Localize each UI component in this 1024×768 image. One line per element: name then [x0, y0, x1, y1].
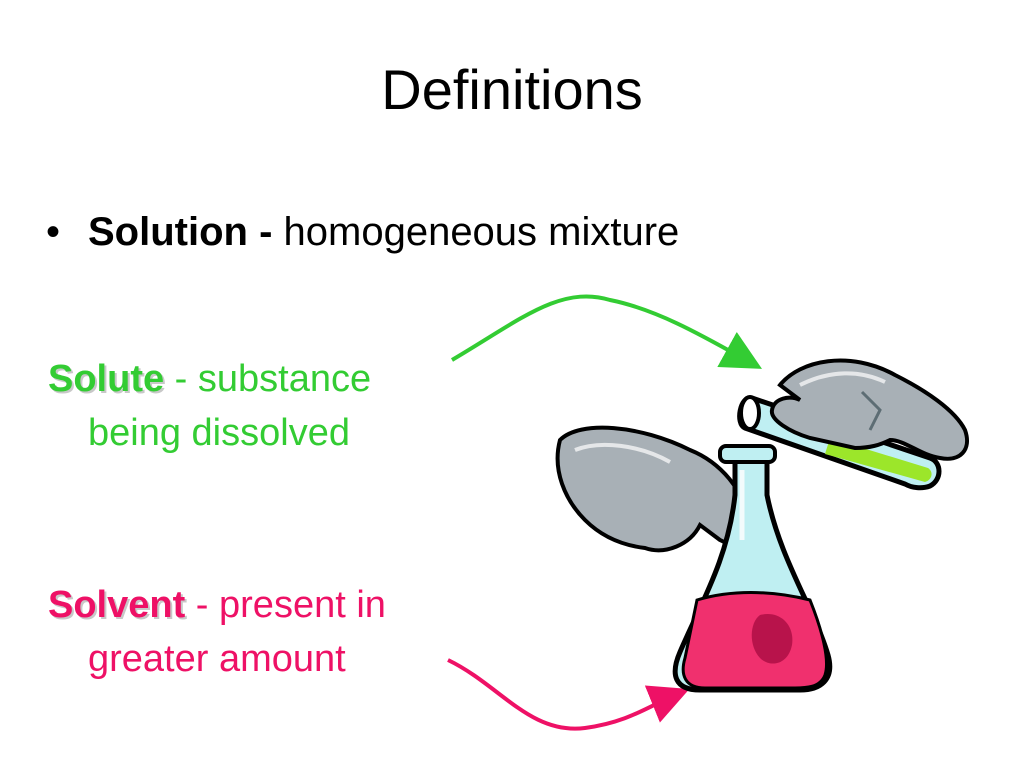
solution-term: Solution -	[88, 210, 284, 254]
solute-definition-block: Solute - substance being dissolved	[48, 352, 371, 460]
right-glove-icon	[769, 358, 969, 461]
slide-title: Definitions	[381, 58, 643, 121]
solute-term: Solute	[48, 358, 165, 400]
solute-arrow	[450, 294, 762, 369]
solution-bullet: • Solution - homogeneous mixture	[46, 210, 679, 254]
solute-text-line1: - substance	[164, 358, 372, 400]
bullet-marker: •	[46, 210, 61, 254]
solvent-arrow	[447, 658, 690, 731]
solution-definition: homogeneous mixture	[283, 210, 680, 254]
flask-icon	[672, 444, 833, 693]
solvent-term: Solvent	[48, 584, 186, 626]
lab-flask-test-tube-gloves-icon	[555, 358, 969, 693]
solute-text-line2: being dissolved	[88, 412, 350, 454]
solvent-definition-block: Solvent - present in greater amount	[48, 578, 386, 686]
left-glove-icon	[555, 425, 753, 553]
solvent-text-line1: - present in	[185, 584, 386, 626]
solvent-text-line2: greater amount	[88, 638, 346, 680]
